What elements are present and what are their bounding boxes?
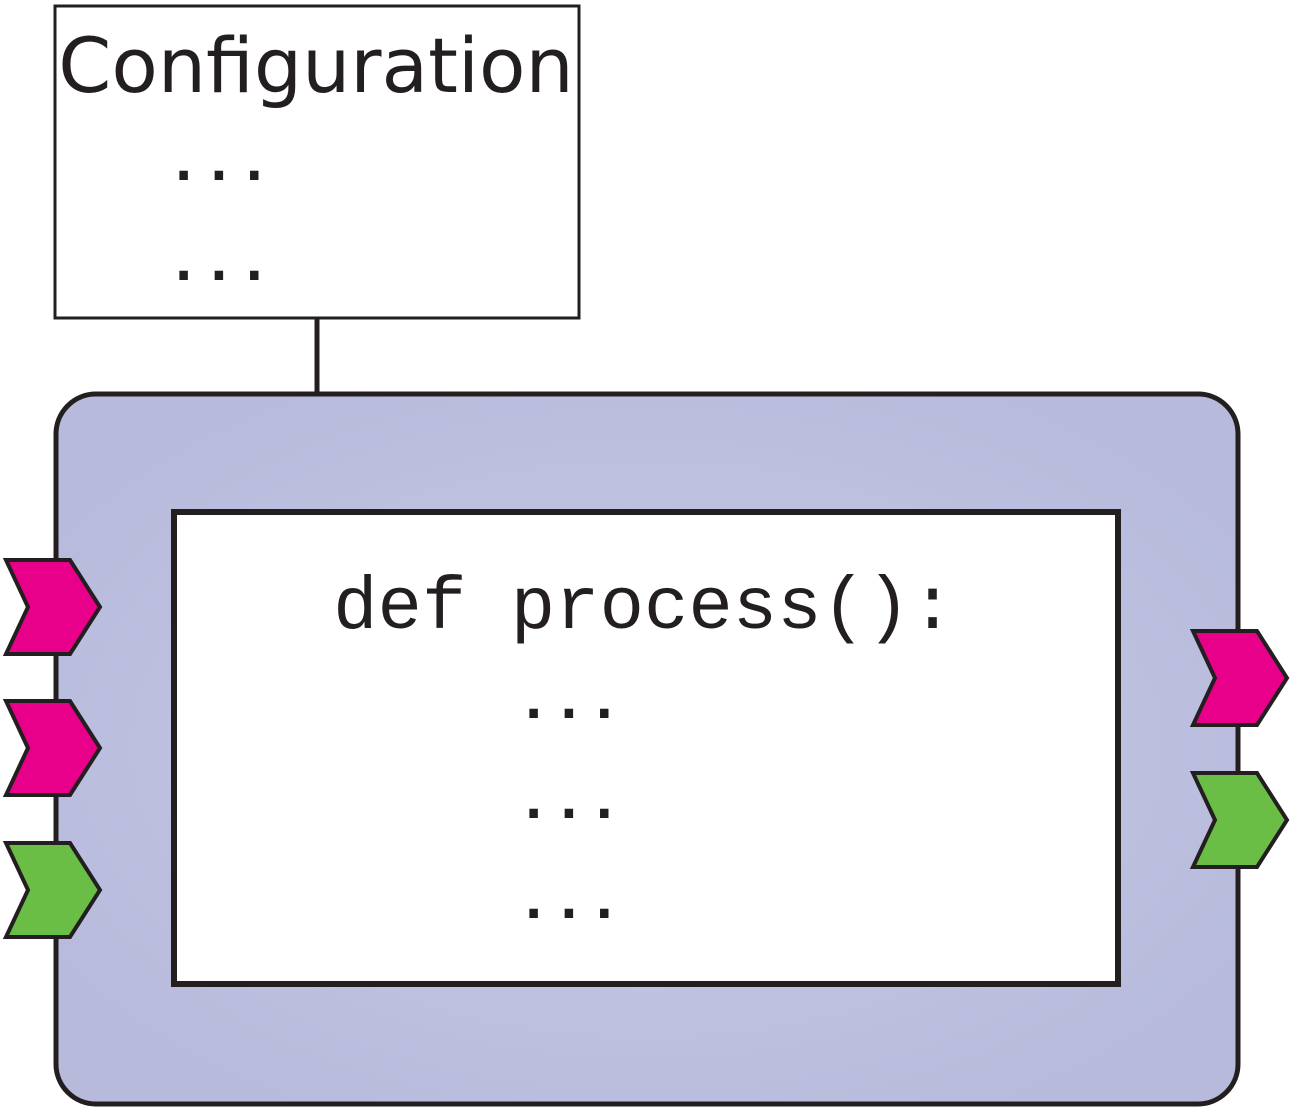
output-port-2-green	[1189, 771, 1290, 869]
process-body-line-3: ...	[518, 871, 624, 931]
process-body-line-1: ...	[518, 671, 624, 731]
input-port-3-green	[2, 841, 103, 939]
configuration-line-2: ...	[168, 233, 274, 293]
configuration-box: Configuration ... ...	[53, 4, 581, 320]
process-body-line-2: ...	[518, 771, 624, 831]
output-port-1-magenta	[1189, 629, 1290, 727]
input-port-2-magenta	[2, 699, 103, 797]
configuration-title: Configuration	[58, 21, 573, 110]
configuration-line-1: ...	[168, 133, 274, 193]
process-signature: def process():	[333, 567, 955, 651]
code-panel: def process(): ... ... ...	[171, 509, 1121, 987]
input-port-1-magenta	[2, 558, 103, 656]
